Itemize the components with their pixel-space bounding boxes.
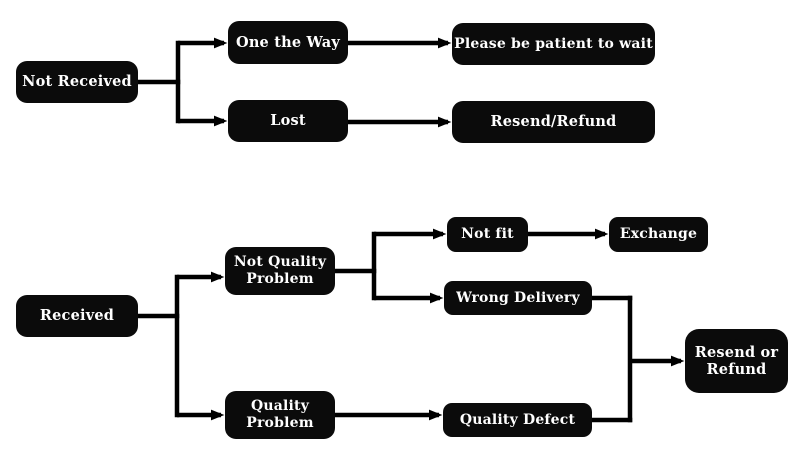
node-quality-problem: Quality Problem bbox=[225, 391, 335, 439]
node-not-received: Not Received bbox=[16, 61, 138, 103]
node-resend-or-refund: Resend or Refund bbox=[685, 329, 788, 393]
node-please-be-patient: Please be patient to wait bbox=[452, 23, 655, 65]
node-not-fit: Not fit bbox=[447, 217, 528, 252]
node-resend-refund: Resend/Refund bbox=[452, 101, 655, 143]
node-not-quality-problem: Not Quality Problem bbox=[225, 247, 335, 295]
node-exchange: Exchange bbox=[609, 217, 708, 252]
node-lost: Lost bbox=[228, 100, 348, 142]
node-wrong-delivery: Wrong Delivery bbox=[444, 281, 592, 315]
node-quality-defect: Quality Defect bbox=[443, 403, 592, 437]
node-received: Received bbox=[16, 295, 138, 337]
node-one-the-way: One the Way bbox=[228, 21, 348, 64]
